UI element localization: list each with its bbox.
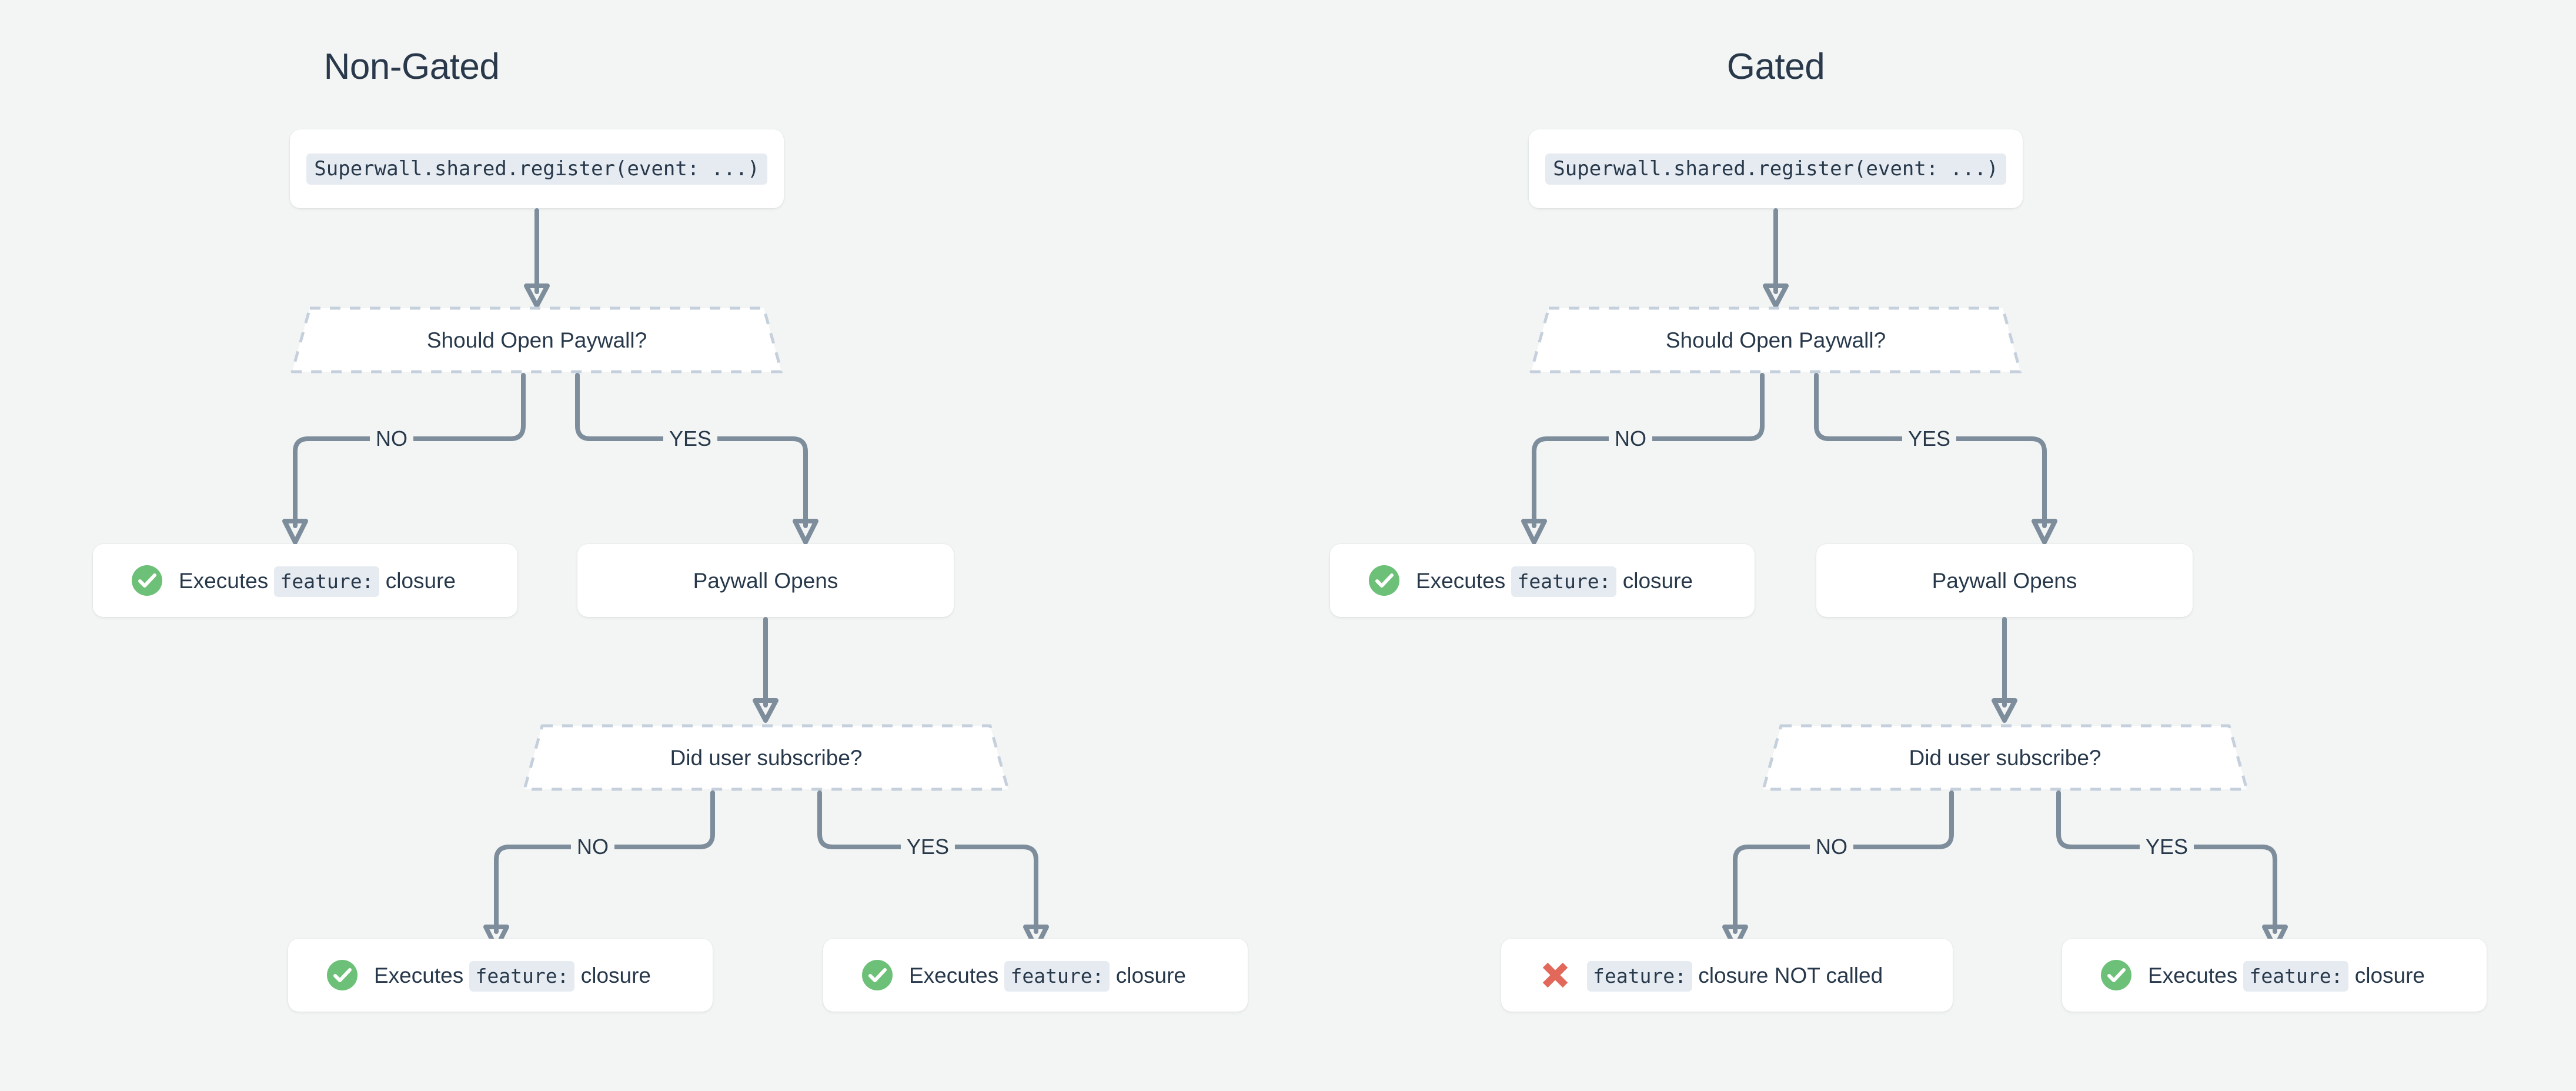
result-prefix: Executes [374, 963, 464, 987]
code-register-call: Superwall.shared.register(event: ...) [1545, 153, 2006, 185]
node-paywall-opens-gated: Paywall Opens [1816, 544, 2193, 617]
connector-paywall-to-decision2-gated [1992, 617, 2017, 723]
node-executes-closure-sub-no-non-gated: Executes feature: closure [288, 939, 713, 1012]
node-executes-closure-no-gated: Executes feature: closure [1330, 544, 1755, 617]
check-circle-icon [2101, 960, 2131, 990]
decision-should-open-paywall-non-gated: Should Open Paywall? [290, 305, 784, 375]
connector-decision1-no-non-gated [282, 373, 526, 545]
edge-label-sub-yes-non-gated: YES [900, 836, 955, 858]
node-register-non-gated: Superwall.shared.register(event: ...) [290, 129, 784, 208]
paywall-opens-label: Paywall Opens [693, 568, 838, 593]
node-executes-closure-no-non-gated: Executes feature: closure [93, 544, 517, 617]
result-prefix: Executes [2148, 963, 2238, 987]
code-feature-param: feature: [1004, 960, 1110, 992]
connector-paywall-to-decision2-non-gated [753, 617, 779, 723]
result-label: Executes feature: closure [374, 960, 651, 992]
check-circle-icon [132, 565, 162, 596]
result-label: Executes feature: closure [179, 566, 456, 597]
paywall-opens-label: Paywall Opens [1932, 568, 2077, 593]
result-suffix: closure [385, 568, 456, 593]
check-circle-icon [327, 960, 358, 990]
code-feature-param: feature: [1511, 566, 1617, 597]
code-feature-param: feature: [2243, 960, 2349, 992]
decision-label: Did user subscribe? [670, 745, 863, 770]
code-feature-param: feature: [1587, 960, 1692, 992]
result-label: Executes feature: closure [909, 960, 1186, 992]
result-suffix: closure [2354, 963, 2425, 987]
decision-should-open-paywall-gated: Should Open Paywall? [1529, 305, 2023, 375]
code-feature-param: feature: [274, 566, 380, 597]
result-prefix: Executes [179, 568, 269, 593]
edge-label-yes-gated: YES [1902, 428, 1957, 449]
connector-decision2-no-gated [1722, 790, 1954, 950]
connector-decision2-yes-gated [2056, 790, 2288, 950]
column-title-gated: Gated [1726, 46, 1825, 87]
result-label: Executes feature: closure [2148, 960, 2425, 992]
connector-decision2-no-non-gated [483, 790, 715, 950]
result-suffix: closure [1622, 568, 1693, 593]
edge-label-sub-no-non-gated: NO [571, 836, 614, 858]
decision-did-user-subscribe-gated: Did user subscribe? [1761, 722, 2249, 793]
check-circle-icon [1369, 565, 1399, 596]
cross-icon [1542, 962, 1568, 988]
connector-decision1-yes-non-gated [575, 373, 818, 545]
node-register-gated: Superwall.shared.register(event: ...) [1529, 129, 2023, 208]
column-title-non-gated: Non-Gated [323, 46, 500, 87]
result-label: Executes feature: closure [1416, 566, 1693, 597]
trapezoid-shape [290, 306, 783, 373]
decision-label: Should Open Paywall? [426, 328, 647, 352]
decision-did-user-subscribe-non-gated: Did user subscribe? [522, 722, 1010, 793]
node-closure-not-called-gated: feature: closure NOT called [1501, 939, 1953, 1012]
connector-register-to-decision1-gated [1763, 208, 1789, 308]
result-suffix: closure NOT called [1698, 963, 1883, 987]
result-prefix: Executes [1416, 568, 1506, 593]
node-executes-closure-sub-yes-gated: Executes feature: closure [2062, 939, 2487, 1012]
trapezoid-shape [523, 724, 1010, 791]
edge-label-sub-no-gated: NO [1810, 836, 1853, 858]
connector-decision1-yes-gated [1814, 373, 2057, 545]
node-executes-closure-sub-yes-non-gated: Executes feature: closure [823, 939, 1248, 1012]
decision-label: Should Open Paywall? [1665, 328, 1886, 352]
code-feature-param: feature: [469, 960, 575, 992]
edge-label-no-gated: NO [1609, 428, 1652, 449]
edge-label-no-non-gated: NO [370, 428, 413, 449]
connector-register-to-decision1-non-gated [524, 208, 550, 308]
trapezoid-shape [1762, 724, 2248, 791]
connector-decision1-no-gated [1521, 373, 1765, 545]
result-label: feature: closure NOT called [1587, 960, 1883, 992]
edge-label-yes-non-gated: YES [663, 428, 718, 449]
result-suffix: closure [1115, 963, 1186, 987]
edge-label-sub-yes-gated: YES [2139, 836, 2194, 858]
connector-decision2-yes-non-gated [817, 790, 1049, 950]
check-circle-icon [862, 960, 893, 990]
node-paywall-opens-non-gated: Paywall Opens [577, 544, 954, 617]
result-prefix: Executes [909, 963, 999, 987]
code-register-call: Superwall.shared.register(event: ...) [306, 153, 767, 185]
trapezoid-shape [1529, 306, 2022, 373]
result-suffix: closure [580, 963, 651, 987]
decision-label: Did user subscribe? [1909, 745, 2101, 770]
